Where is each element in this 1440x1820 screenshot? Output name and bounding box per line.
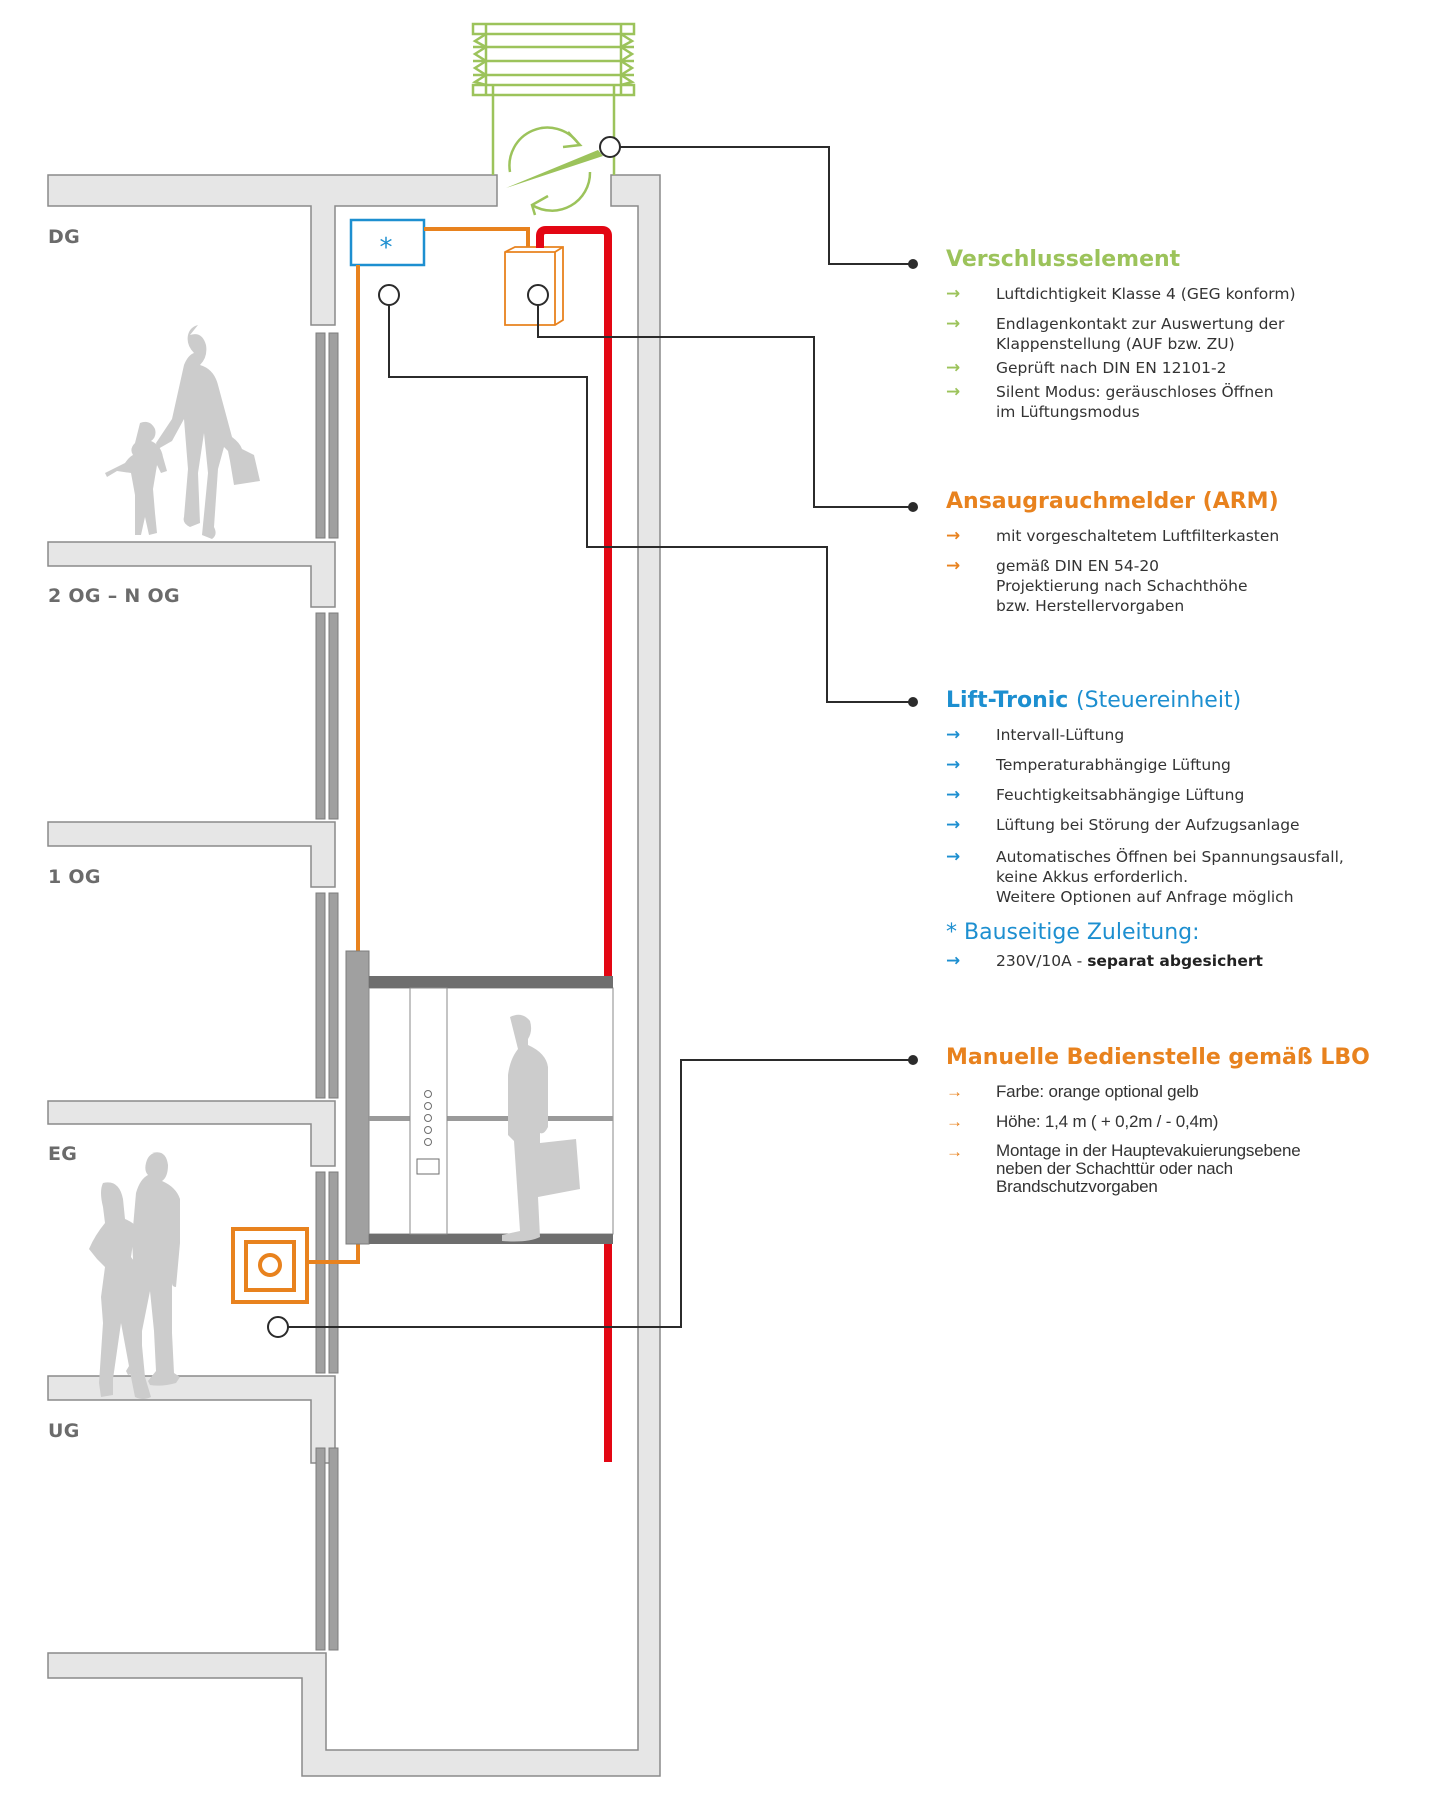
section-lift-tronic: Lift-Tronic (Steuereinheit) →Intervall-L…: [946, 687, 1426, 971]
arrow-right-icon: →: [946, 815, 961, 835]
door-ug-b: [328, 1447, 339, 1651]
section-title: Manuelle Bedienstelle gemäß LBO: [946, 1045, 1370, 1070]
floor-label-1og: 1 OG: [48, 866, 101, 888]
dot-arm: [908, 502, 918, 512]
list-item: →Farbe: orange optional gelb: [946, 1082, 1199, 1101]
child-silhouette: [105, 421, 167, 535]
person-silhouette-cabin: [502, 1014, 580, 1242]
arrow-right-icon: →: [946, 1142, 963, 1161]
arrow-right-icon: →: [946, 556, 961, 576]
list-item: →Höhe: 1,4 m ( + 0,2m / - 0,4m): [946, 1112, 1219, 1131]
list-item: →Luftdichtigkeit Klasse 4 (GEG konform): [946, 284, 1296, 304]
section-title: Ansaugrauchmelder (ARM): [946, 489, 1279, 514]
list-item: →Montage in der Hauptevakuierungsebene n…: [946, 1141, 1301, 1196]
feature-list: →mit vorgeschaltetem Luftfilterkasten →g…: [946, 526, 1426, 616]
control-unit-symbol: *: [380, 233, 393, 263]
dot-manuelle: [908, 1055, 918, 1065]
sampling-pipe: [536, 226, 612, 1462]
dot-verschlusselement: [908, 259, 918, 269]
arrow-right-icon: →: [946, 382, 961, 402]
arrow-right-icon: →: [946, 725, 961, 745]
connector-verschlusselement: [620, 146, 913, 265]
section-verschlusselement: Verschlusselement →Luftdichtigkeit Klass…: [946, 246, 1426, 422]
door-2og-a: [315, 612, 326, 820]
rotating-flap-icon: [506, 126, 603, 216]
door-dg-b: [328, 332, 339, 539]
section-title: Verschlusselement: [946, 247, 1181, 272]
arrow-right-icon: →: [946, 358, 961, 378]
door-1og-b: [328, 892, 339, 1099]
arrow-right-icon: →: [946, 1082, 963, 1101]
door-1og-a: [315, 892, 326, 1099]
arrow-right-icon: →: [946, 526, 961, 546]
feature-list: →Luftdichtigkeit Klasse 4 (GEG konform) …: [946, 284, 1426, 422]
arrow-right-icon: →: [946, 755, 961, 775]
supply-list: → 230V/10A - separat abgesichert: [946, 951, 1426, 971]
manual-call-point-icon: [231, 1227, 309, 1304]
list-item: →gemäß DIN EN 54-20 Projektierung nach S…: [946, 556, 1248, 615]
list-item: →Geprüft nach DIN EN 12101-2: [946, 358, 1227, 378]
anchor-circle-flap: [599, 136, 621, 158]
shaft-doors: [315, 332, 339, 1651]
louver-vent-icon: [471, 22, 636, 175]
people-silhouettes: [89, 325, 260, 1399]
section-arm: Ansaugrauchmelder (ARM) →mit vorgeschalt…: [946, 488, 1426, 616]
arrow-right-icon: →: [946, 284, 961, 304]
slab-ug: [47, 1375, 336, 1464]
connector-arm: [537, 305, 913, 508]
anchor-circle-manuelle: [267, 1316, 289, 1338]
dot-lift-tronic: [908, 697, 918, 707]
floor-label-2og-nog: 2 OG – N OG: [48, 585, 180, 607]
list-item: →Endlagenkontakt zur Auswertung der Klap…: [946, 314, 1285, 353]
building-structure: [47, 174, 661, 1777]
list-item: →mit vorgeschaltetem Luftfilterkasten: [946, 526, 1280, 546]
supply-spec: 230V/10A -: [996, 952, 1088, 970]
slab-eg: [47, 1100, 336, 1167]
title-main: Lift-Tronic: [946, 688, 1069, 713]
door-eg-b: [328, 1171, 339, 1374]
title-suffix: (Steuereinheit): [1076, 688, 1242, 713]
door-ug-a: [315, 1447, 326, 1651]
arrow-right-icon: →: [946, 314, 961, 334]
callout-connectors: [288, 146, 913, 1328]
roof-slab: [47, 174, 498, 326]
slab-1og: [47, 821, 336, 888]
arrow-right-icon: →: [946, 951, 961, 971]
list-item: →Lüftung bei Störung der Aufzugsanlage: [946, 815, 1300, 835]
supply-note: separat abgesichert: [1087, 952, 1263, 970]
connector-endpoints: [267, 136, 918, 1338]
slab-2og: [47, 541, 336, 608]
section-manuelle-bedienstelle: Manuelle Bedienstelle gemäß LBO →Farbe: …: [946, 1044, 1426, 1197]
arrow-right-icon: →: [946, 785, 961, 805]
door-2og-b: [328, 612, 339, 820]
arrow-right-icon: →: [946, 1112, 963, 1131]
door-dg-a: [315, 332, 326, 539]
floor-label-ug: UG: [48, 1420, 80, 1442]
elevator-cabin-icon: [345, 950, 614, 1245]
man-eg-silhouette: [126, 1152, 180, 1386]
connector-manuelle: [288, 1059, 913, 1328]
floor-label-eg: EG: [48, 1143, 78, 1165]
list-item: →Temperaturabhängige Lüftung: [946, 755, 1231, 775]
list-item: → 230V/10A - separat abgesichert: [946, 951, 1426, 971]
arrow-right-icon: →: [946, 847, 961, 867]
list-item: →Silent Modus: geräuschloses Öffnen im L…: [946, 382, 1274, 421]
orange-wiring: [307, 227, 530, 1264]
anchor-circle-arm: [527, 284, 549, 306]
list-item: →Automatisches Öffnen bei Spannungsausfa…: [946, 847, 1344, 906]
floor-label-dg: DG: [48, 226, 80, 248]
feature-list: →Intervall-Lüftung →Temperaturabhängige …: [946, 725, 1426, 907]
list-item: →Intervall-Lüftung: [946, 725, 1125, 745]
supply-subheading: * Bauseitige Zuleitung:: [946, 920, 1200, 945]
anchor-circle-lift-tronic: [378, 284, 400, 306]
control-unit-box: *: [349, 218, 426, 267]
shaft-right-wall: [47, 174, 661, 1777]
feature-list: →Farbe: orange optional gelb →Höhe: 1,4 …: [946, 1082, 1426, 1197]
connector-lift-tronic: [388, 305, 913, 703]
list-item: →Feuchtigkeitsabhängige Lüftung: [946, 785, 1245, 805]
section-title: Lift-Tronic (Steuereinheit): [946, 687, 1426, 715]
door-eg-a: [315, 1171, 326, 1374]
woman-silhouette: [156, 325, 260, 539]
